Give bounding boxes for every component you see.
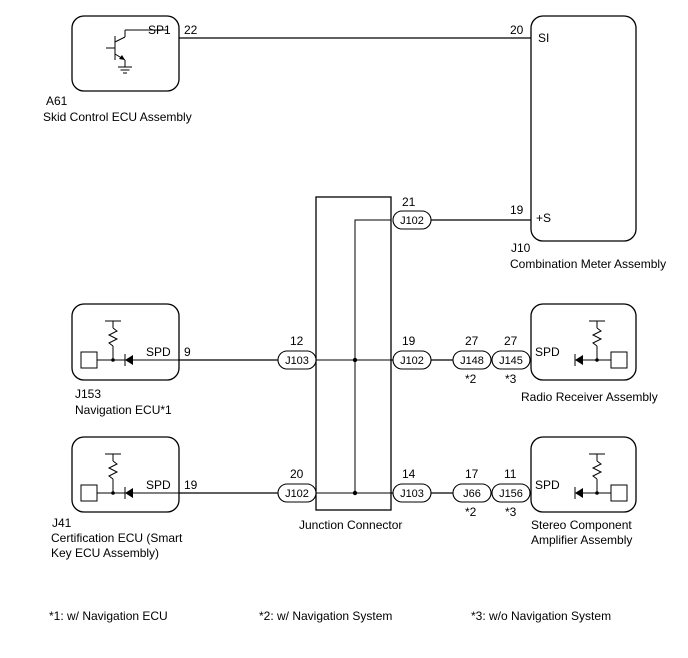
connector-j102-top: J102 21 [392, 195, 432, 230]
svg-text:*2: *2 [465, 505, 477, 519]
footnote-2: *2: w/ Navigation System [259, 609, 392, 623]
svg-text:11: 11 [504, 467, 517, 481]
meter-s-label: +S [536, 211, 551, 225]
connector-j148: J148 27 *2 [452, 334, 492, 386]
svg-text:J66: J66 [463, 488, 481, 500]
connector-j156: J156 11 *3 [491, 467, 531, 519]
resistor-icon [589, 453, 605, 495]
connector-j66: J66 17 *2 [452, 467, 492, 519]
skid-control-ecu: SP1 22 A61 Skid Control ECU Assembly [43, 15, 198, 124]
meter-si-label: SI [538, 31, 549, 45]
footnote-3: *3: w/o Navigation System [471, 609, 611, 623]
svg-text:J145: J145 [499, 355, 523, 367]
svg-text:19: 19 [402, 334, 416, 348]
skid-control-ecu-box [71, 15, 180, 92]
stereo-name-line2: Amplifier Assembly [531, 533, 632, 547]
resistor-icon [105, 320, 121, 362]
navigation-pin-number: 9 [184, 345, 191, 359]
svg-text:27: 27 [465, 334, 479, 348]
stereo-pin-label: SPD [535, 478, 560, 492]
svg-text:14: 14 [402, 467, 416, 481]
certification-pin-number: 19 [184, 478, 198, 492]
navigation-pin-label: SPD [146, 345, 171, 359]
svg-text:J148: J148 [460, 355, 484, 367]
resistor-icon [105, 453, 121, 495]
ground-icon [118, 66, 132, 74]
svg-text:21: 21 [402, 195, 416, 209]
resistor-icon [589, 320, 605, 362]
combination-meter-box [530, 15, 637, 242]
connector-j102-left: J102 20 [277, 467, 317, 503]
diode-icon [574, 487, 583, 499]
svg-text:J102: J102 [285, 488, 309, 500]
footnote-1: *1: w/ Navigation ECU [49, 609, 168, 623]
svg-text:J103: J103 [285, 355, 309, 367]
certification-code: J41 [52, 516, 72, 530]
meter-name: Combination Meter Assembly [510, 257, 666, 271]
connector-j102-mid: J102 19 [392, 334, 432, 370]
diode-icon [124, 354, 179, 366]
svg-text:17: 17 [465, 467, 479, 481]
junction-connector: Junction Connector [299, 196, 402, 532]
certification-name-line1: Certification ECU (Smart [51, 531, 183, 545]
certification-pin-label: SPD [146, 478, 171, 492]
svg-text:J102: J102 [400, 355, 424, 367]
junction-node-lower [352, 490, 358, 496]
junction-name: Junction Connector [299, 518, 402, 532]
connector-j145: J145 27 *3 [491, 334, 531, 386]
navigation-name: Navigation ECU*1 [75, 403, 172, 417]
radio-receiver-box [530, 303, 637, 381]
junction-internal-wire [354, 219, 391, 493]
connector-j103-left: J103 12 [277, 334, 317, 370]
combination-meter: 20 SI 19 +S J10 Combination Meter Assemb… [510, 15, 666, 271]
radio-name: Radio Receiver Assembly [521, 390, 658, 404]
svg-text:J156: J156 [499, 488, 523, 500]
skid-code: A61 [46, 94, 68, 108]
svg-text:27: 27 [504, 334, 518, 348]
certification-ecu: SPD 19 J41 Certification ECU (Smart Key … [51, 436, 198, 560]
meter-code: J10 [511, 241, 531, 255]
radio-pin-label: SPD [535, 345, 560, 359]
navigation-code: J153 [75, 387, 101, 401]
skid-pin-number: 22 [184, 23, 198, 37]
stereo-amplifier: SPD Stereo Component Amplifier Assembly [530, 436, 637, 547]
svg-text:*3: *3 [505, 505, 517, 519]
meter-s-number: 19 [510, 203, 524, 217]
skid-pin-label: SP1 [148, 23, 171, 37]
diode-icon [574, 354, 583, 366]
junction-connector-box [315, 196, 392, 511]
diode-icon [124, 487, 179, 499]
svg-text:*3: *3 [505, 372, 517, 386]
meter-si-number: 20 [510, 23, 524, 37]
radio-receiver: SPD Radio Receiver Assembly [521, 303, 658, 404]
svg-text:J102: J102 [400, 215, 424, 227]
certification-name-line2: Key ECU Assembly) [51, 546, 159, 560]
svg-text:*2: *2 [465, 372, 477, 386]
navigation-ecu: SPD 9 J153 Navigation ECU*1 [71, 303, 191, 417]
skid-name: Skid Control ECU Assembly [43, 110, 192, 124]
stereo-name-line1: Stereo Component [531, 518, 632, 532]
connector-j103-right: J103 14 [392, 467, 432, 503]
svg-text:20: 20 [290, 467, 304, 481]
navigation-ecu-box [71, 303, 180, 381]
svg-text:J103: J103 [400, 488, 424, 500]
junction-node-upper [352, 357, 358, 363]
svg-text:12: 12 [290, 334, 304, 348]
transistor-icon [106, 29, 168, 67]
